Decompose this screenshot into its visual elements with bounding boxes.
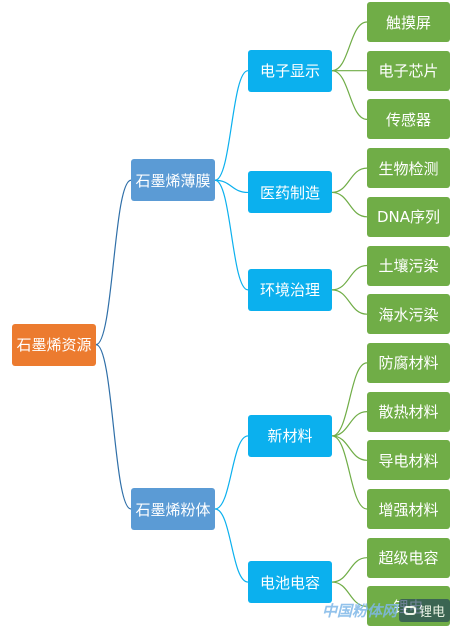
leaf-node: 电子芯片 <box>367 50 450 91</box>
connector-line <box>95 344 132 510</box>
watermark-badge: 锂电 <box>398 599 450 622</box>
leaf-node: 防腐材料 <box>367 342 450 383</box>
leaf-node: 导电材料 <box>367 440 450 481</box>
connector-line <box>214 435 249 510</box>
leaf-node: 土壤污染 <box>367 245 450 286</box>
watermark: 中国粉体网 锂电 <box>322 599 450 622</box>
connector-line <box>331 435 368 461</box>
leaf-node: 触摸屏 <box>367 2 450 42</box>
connector-line <box>331 70 368 120</box>
connector-line <box>331 581 368 607</box>
category-node: 电池电容 <box>248 561 332 604</box>
leaf-node: 海水污染 <box>367 294 450 335</box>
leaf-node: 散热材料 <box>367 391 450 432</box>
branch-node: 石墨烯粉体 <box>131 488 215 530</box>
connector-line <box>331 264 368 291</box>
connector-line <box>331 557 368 583</box>
connector-line <box>331 435 368 510</box>
leaf-node: 生物检测 <box>367 148 450 189</box>
connector-line <box>214 179 249 194</box>
connector-line <box>95 179 132 346</box>
leaf-node: 超级电容 <box>367 537 450 578</box>
connector-line <box>214 70 249 181</box>
leaf-node: 传感器 <box>367 99 450 140</box>
connector-line <box>331 167 368 194</box>
root-node: 石墨烯资源 <box>12 323 96 366</box>
camera-icon <box>403 606 416 615</box>
category-node: 电子显示 <box>248 49 332 92</box>
watermark-text: 中国粉体网 <box>321 602 397 620</box>
connector-line <box>331 289 368 315</box>
branch-node: 石墨烯薄膜 <box>131 159 215 202</box>
category-node: 医药制造 <box>248 171 332 214</box>
category-node: 环境治理 <box>248 268 332 311</box>
leaf-node: DNA序列 <box>367 196 450 237</box>
connector-line <box>331 191 368 218</box>
connector-line <box>214 508 249 583</box>
watermark-badge-label: 锂电 <box>418 605 445 620</box>
connector-line <box>331 362 368 437</box>
connector-line <box>214 179 249 291</box>
category-node: 新材料 <box>248 414 332 457</box>
connector-line <box>331 411 368 437</box>
connector-line <box>331 21 368 72</box>
leaf-node: 增强材料 <box>367 489 450 529</box>
